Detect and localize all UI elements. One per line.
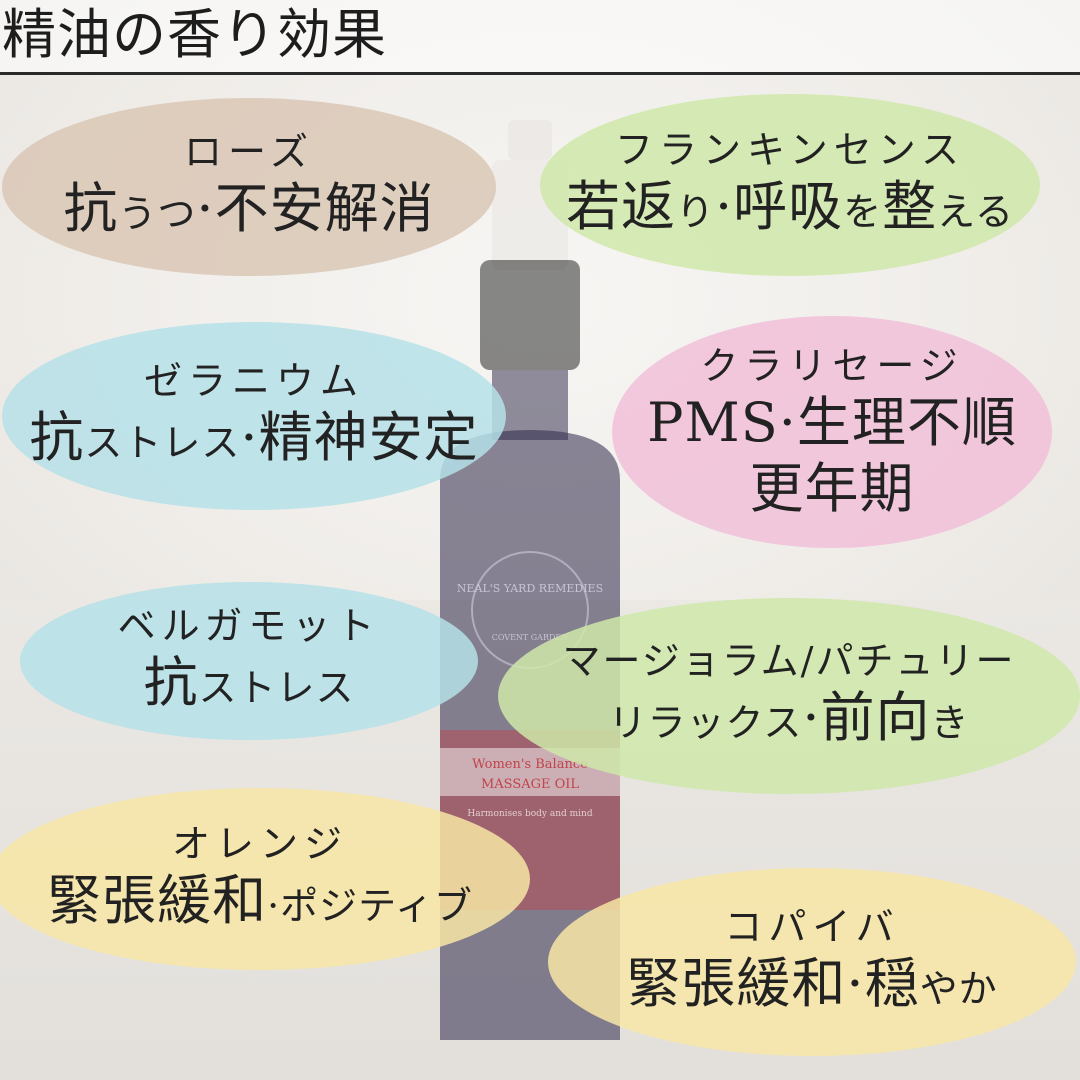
page-title: 精油の香り効果 — [2, 3, 387, 66]
bubble-frankincense: フランキンセンス 若返り·呼吸を整える — [540, 94, 1040, 276]
bottle-brand-sub: COVENT GARDEN — [492, 633, 568, 642]
bubble-marjoram-patchouli: マージョラム/パチュリー リラックス·前向き — [498, 598, 1080, 794]
bubble-bergamot: ベルガモット 抗ストレス — [20, 582, 478, 740]
oil-effect-geranium: 抗ストレス·精神安定 — [29, 405, 479, 469]
oil-effect-clary-sage-line1: PMS·生理不順 — [647, 391, 1017, 454]
bottle-label-line2: MASSAGE OIL — [481, 777, 579, 792]
bubble-clary-sage: クラリセージ PMS·生理不順 更年期 — [612, 316, 1052, 548]
oil-name-clary-sage: クラリセージ — [700, 344, 964, 388]
bottle-svg: NEAL'S YARD REMEDIES COVENT GARDEN Women… — [440, 120, 620, 1040]
oil-name-rose: ローズ — [183, 129, 315, 174]
oil-name-marjoram-patchouli: マージョラム/パチュリー — [562, 638, 1016, 683]
oil-effect-bergamot: 抗ストレス — [143, 650, 355, 714]
oil-name-bergamot: ベルガモット — [117, 603, 381, 648]
bottle-label-line3: Harmonises body and mind — [467, 809, 592, 819]
oil-name-geranium: ゼラニウム — [143, 358, 364, 403]
oil-effect-orange: 緊張緩和·ポジティブ — [47, 868, 473, 932]
bubble-rose: ローズ 抗うつ·不安解消 — [2, 98, 496, 276]
bottle-image: NEAL'S YARD REMEDIES COVENT GARDEN Women… — [400, 100, 660, 1060]
oil-effect-copaiba: 緊張緩和·穏やか — [626, 951, 998, 1015]
oil-name-orange: オレンジ — [171, 821, 348, 866]
bottle-brand: NEAL'S YARD REMEDIES — [457, 582, 603, 595]
oil-effect-clary-sage-line2: 更年期 — [749, 457, 915, 520]
oil-effect-frankincense: 若返り·呼吸を整える — [565, 174, 1015, 238]
bubble-copaiba: コパイバ 緊張緩和·穏やか — [548, 868, 1076, 1056]
oil-effect-marjoram-patchouli: リラックス·前向き — [608, 685, 970, 749]
title-bar: 精油の香り効果 — [0, 0, 1080, 75]
oil-name-copaiba: コパイバ — [724, 904, 900, 949]
bubble-geranium: ゼラニウム 抗ストレス·精神安定 — [2, 322, 506, 510]
oil-effect-rose: 抗うつ·不安解消 — [63, 176, 435, 240]
bubble-orange: オレンジ 緊張緩和·ポジティブ — [0, 788, 530, 970]
bottle-label-line1: Women's Balance — [472, 757, 588, 772]
oil-name-frankincense: フランキンセンス — [614, 127, 966, 172]
